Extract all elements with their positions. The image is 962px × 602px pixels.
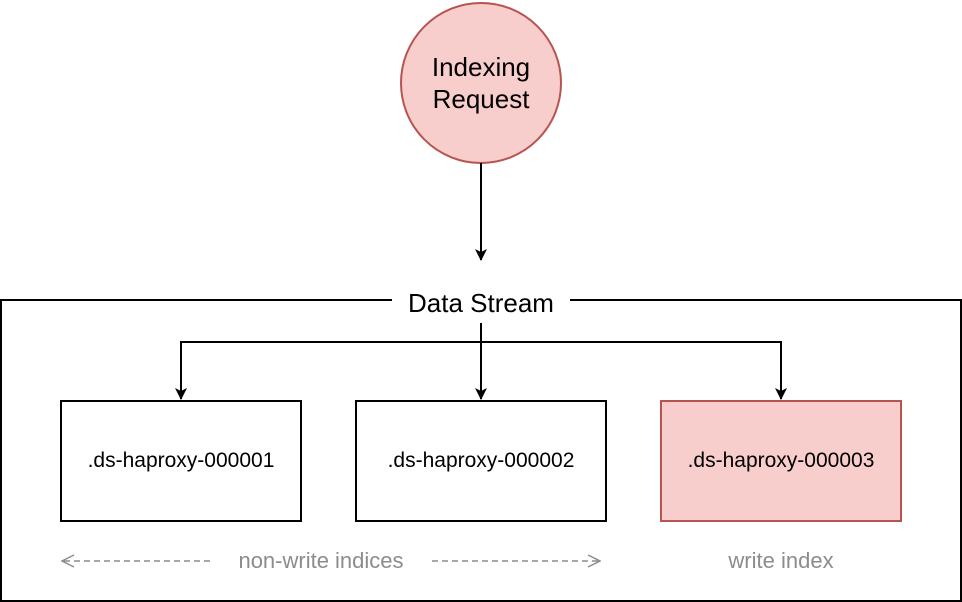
write-index-label: write index (728, 548, 834, 573)
data-stream-title: Data Stream (408, 287, 554, 318)
index-box-3-write (660, 400, 902, 522)
index-box-1 (60, 400, 302, 522)
index-box-2 (355, 400, 607, 522)
index-label-2: .ds-haproxy-000002 (387, 449, 575, 472)
index-label-3-write: .ds-haproxy-000003 (687, 449, 875, 472)
fanout-connectors (175, 323, 787, 400)
indexing-request-label: Indexing Request (431, 52, 531, 114)
index-label-1: .ds-haproxy-000001 (87, 449, 275, 472)
data-stream-container (0, 299, 962, 602)
non-write-indices-label: non-write indices (238, 548, 404, 573)
